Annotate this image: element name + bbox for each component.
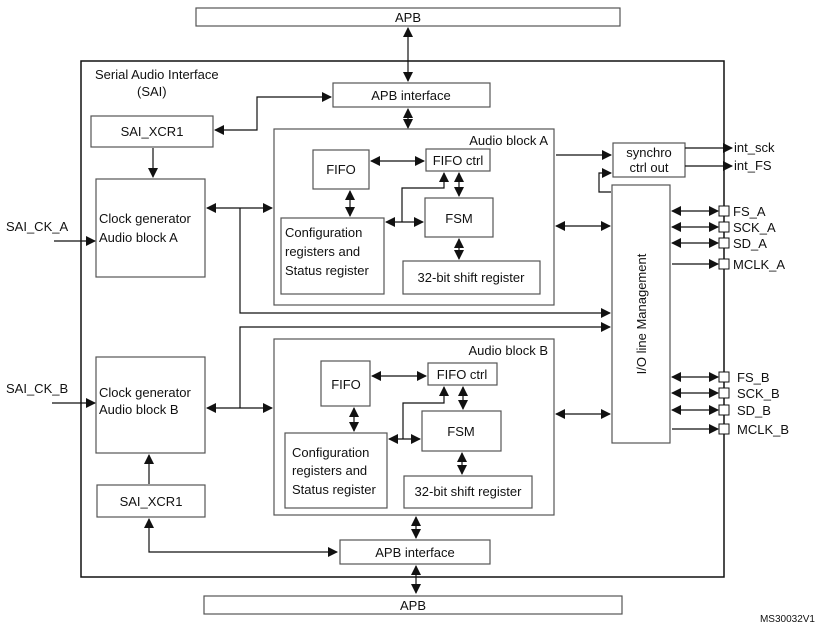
fifo-ctrl-a [425, 148, 491, 172]
sai-title-abbrev: (SAI) [137, 84, 167, 99]
fifo-ctrl-a-label: FIFO ctrl [433, 153, 484, 168]
pin-mclk-b: MCLK_B [737, 422, 789, 437]
fsm-b [421, 410, 502, 452]
audio-block-b: Audio block B FIFO FIFO ctrl FSM Configu… [273, 338, 555, 516]
xcr1-b-label: SAI_XCR1 [120, 494, 183, 509]
config-b-label-2: registers and [292, 463, 367, 478]
clock-generator-a: Clock generator Audio block A [95, 178, 206, 278]
clock-b-label-1: Clock generator [99, 385, 191, 400]
shift-register-a [402, 260, 541, 295]
config-registers-b [284, 432, 388, 509]
input-sai-ck-b: SAI_CK_B [6, 381, 68, 396]
pin-sck-b: SCK_B [737, 386, 780, 401]
apb-bus-top-label: APB [395, 10, 421, 25]
pin-mclk-a: MCLK_A [733, 257, 785, 272]
apb-bus-bottom: APB [203, 595, 623, 615]
fsm-a [424, 197, 494, 238]
sai-title: Serial Audio Interface [95, 67, 219, 82]
clock-a-label-2: Audio block A [99, 230, 178, 245]
config-a-label-2: registers and [285, 244, 360, 259]
fifo-b [320, 360, 371, 407]
pin-sd-b: SD_B [737, 403, 771, 418]
pins-b: FS_B SCK_B SD_B MCLK_B [671, 370, 789, 437]
int-sck-label: int_sck [734, 140, 775, 155]
synchro-label-1: synchro [626, 145, 672, 160]
fifo-b-label: FIFO [331, 377, 361, 392]
fsm-a-label: FSM [445, 211, 472, 226]
config-b-label-3: Status register [292, 482, 376, 497]
clock-a-to-io [239, 208, 611, 318]
shift-register-b-label: 32-bit shift register [415, 484, 523, 499]
pin-fs-b: FS_B [737, 370, 770, 385]
fifo-ctrl-b [427, 362, 498, 386]
pin-sck-a: SCK_A [733, 220, 776, 235]
clock-generator-b: Clock generator Audio block B [95, 356, 206, 454]
audio-block-a: Audio block A FIFO FIFO ctrl FSM Configu… [273, 128, 555, 306]
apb-to-xcr1-a [214, 92, 332, 135]
io-mgmt-label: I/O line Management [634, 253, 649, 374]
shift-register-b [403, 475, 533, 509]
fifo-ctrl-b-label: FIFO ctrl [437, 367, 488, 382]
clock-b-to-io [239, 322, 611, 408]
apb-to-xcr1-b [144, 518, 338, 557]
xcr1-a-label: SAI_XCR1 [121, 124, 184, 139]
audio-block-a-title: Audio block A [469, 133, 548, 148]
audio-block-b-title: Audio block B [469, 343, 549, 358]
synchro-ctrl-out: synchro ctrl out [612, 142, 686, 178]
clock-a-label-1: Clock generator [99, 211, 191, 226]
clock-b-label-2: Audio block B [99, 402, 179, 417]
input-sai-ck-a: SAI_CK_A [6, 219, 68, 234]
fifo-a [312, 149, 370, 190]
apb-interface-top-label: APB interface [371, 88, 451, 103]
pins-a: FS_A SCK_A SD_A MCLK_A [671, 204, 785, 272]
config-a-label-1: Configuration [285, 225, 362, 240]
config-registers-a [280, 217, 385, 295]
int-fs-label: int_FS [734, 158, 772, 173]
apb-bus-top: APB [195, 7, 621, 27]
xcr1-b-register: SAI_XCR1 [96, 484, 206, 518]
fifo-a-label: FIFO [326, 162, 356, 177]
synchro-label-2: ctrl out [629, 160, 668, 175]
config-b-label-1: Configuration [292, 445, 369, 460]
figure-id: MS30032V1 [760, 614, 815, 625]
io-line-management: I/O line Management [611, 184, 671, 444]
xcr1-a-register: SAI_XCR1 [90, 115, 214, 148]
config-a-label-3: Status register [285, 263, 369, 278]
apb-bus-bottom-label: APB [400, 598, 426, 613]
apb-interface-bottom-label: APB interface [375, 545, 455, 560]
apb-interface-top: APB interface [332, 82, 491, 108]
pin-sd-a: SD_A [733, 236, 767, 251]
sai-frame [80, 60, 725, 578]
apb-interface-bottom: APB interface [339, 539, 491, 565]
pin-fs-a: FS_A [733, 204, 766, 219]
io-to-synchro [598, 168, 612, 193]
fsm-b-label: FSM [447, 424, 474, 439]
shift-register-a-label: 32-bit shift register [418, 270, 526, 285]
